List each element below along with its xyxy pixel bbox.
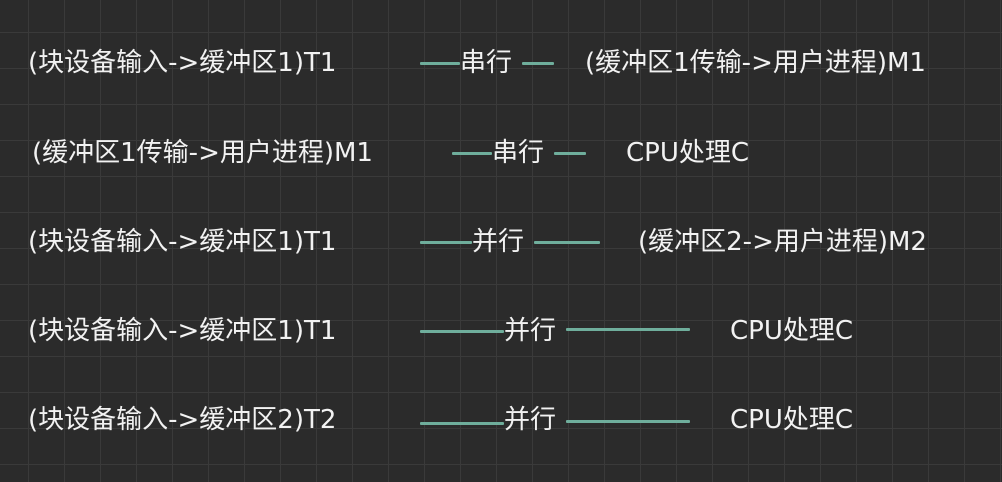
row-2-link-left bbox=[452, 152, 492, 155]
row-4-link-right bbox=[566, 328, 690, 331]
row-1-link-right bbox=[522, 62, 554, 65]
row-1-left-node: (块设备输入->缓冲区1)T1 bbox=[28, 48, 337, 78]
row-2-relation-label: 串行 bbox=[492, 138, 545, 168]
row-5-right-node: CPU处理C bbox=[730, 405, 854, 435]
row-3-relation-label: 并行 bbox=[472, 227, 525, 257]
row-4-link-left bbox=[420, 330, 504, 333]
row-1-link-left bbox=[420, 62, 460, 65]
row-3-link-left bbox=[420, 241, 472, 244]
row-4-right-node: CPU处理C bbox=[730, 316, 854, 346]
row-3-left-node: (块设备输入->缓冲区1)T1 bbox=[28, 227, 337, 257]
row-2-right-node: CPU处理C bbox=[626, 138, 750, 168]
row-1-relation-label: 串行 bbox=[460, 48, 513, 78]
row-5-left-node: (块设备输入->缓冲区2)T2 bbox=[28, 405, 337, 435]
row-2-left-node: (缓冲区1传输->用户进程)M1 bbox=[32, 138, 373, 168]
row-2-link-right bbox=[554, 152, 586, 155]
row-3-link-right bbox=[534, 241, 600, 244]
row-4-left-node: (块设备输入->缓冲区1)T1 bbox=[28, 316, 337, 346]
row-5-relation-label: 并行 bbox=[504, 405, 557, 435]
row-1-right-node: (缓冲区1传输->用户进程)M1 bbox=[585, 48, 926, 78]
row-5-link-left bbox=[420, 422, 504, 425]
row-4-relation-label: 并行 bbox=[504, 316, 557, 346]
row-3-right-node: (缓冲区2->用户进程)M2 bbox=[638, 227, 927, 257]
row-5-link-right bbox=[566, 420, 690, 423]
